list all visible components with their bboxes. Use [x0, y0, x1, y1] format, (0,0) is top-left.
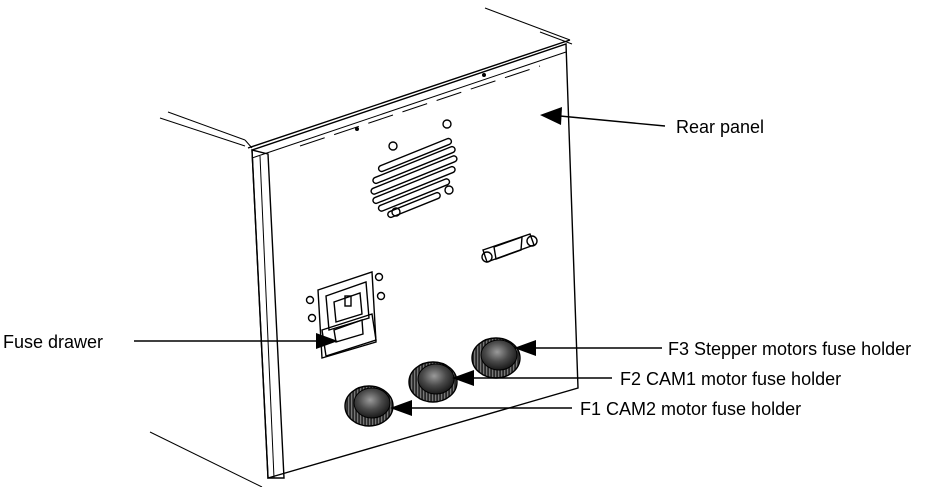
serial-connector: [481, 233, 538, 263]
callout-f1: F1 CAM2 motor fuse holder: [390, 399, 801, 419]
callout-rear-panel: Rear panel: [540, 107, 764, 137]
label-f1-holder: F1 CAM2 motor fuse holder: [580, 399, 801, 419]
label-rear-panel: Rear panel: [676, 117, 764, 137]
enclosure: [149, 7, 573, 487]
fuse-holder-f3: [471, 337, 521, 379]
label-f2-holder: F2 CAM1 motor fuse holder: [620, 369, 841, 389]
speaker-grille: [370, 119, 458, 219]
label-fuse-drawer: Fuse drawer: [3, 332, 103, 352]
fuse-holder-f1: [344, 385, 394, 427]
rear-panel: [247, 39, 579, 479]
fuse-drawer: [321, 313, 377, 357]
callout-f3: F3 Stepper motors fuse holder: [514, 339, 911, 359]
callout-fuse-drawer: Fuse drawer: [3, 332, 338, 352]
callout-f2: F2 CAM1 motor fuse holder: [452, 369, 841, 389]
label-f3-holder: F3 Stepper motors fuse holder: [668, 339, 911, 359]
fuse-holder-f2: [408, 361, 458, 403]
